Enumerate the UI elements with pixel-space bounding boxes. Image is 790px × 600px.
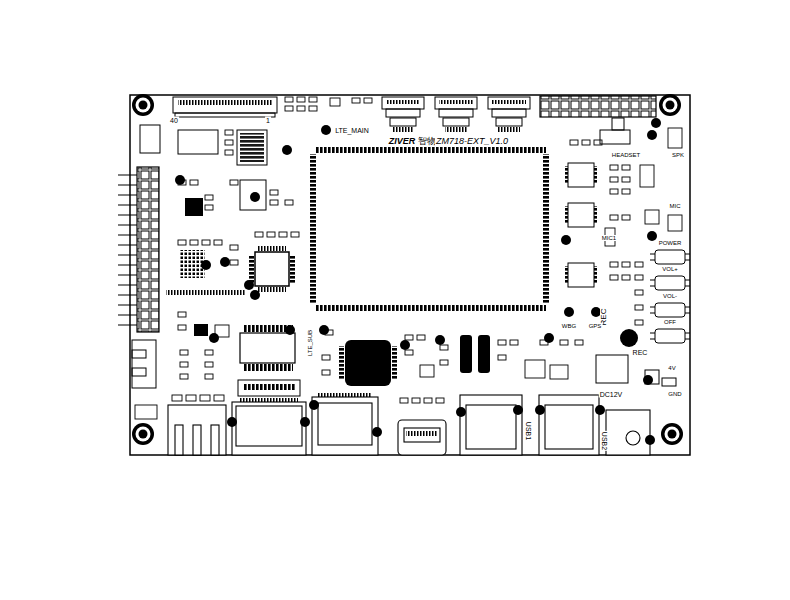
silkscreen-label: DC12V <box>599 391 624 398</box>
silkscreen-label: 4V <box>667 365 676 371</box>
silkscreen-label: WBG <box>561 323 577 329</box>
silkscreen-label: LTE_SUB <box>307 329 313 357</box>
silkscreen-label: ZM718-EXT_V1.0 <box>435 137 509 146</box>
silkscreen-label: SPK <box>671 152 685 158</box>
silkscreen-label: USB2 <box>601 431 608 451</box>
silkscreen-label: OFF <box>663 319 677 325</box>
silkscreen-label: 1 <box>265 117 271 124</box>
silkscreen-label: LTE_MAIN <box>334 127 370 134</box>
silkscreen-label: GND <box>667 391 682 397</box>
silkscreen-label: VOL+ <box>661 266 679 272</box>
silkscreen-label: 40 <box>169 117 179 124</box>
silkscreen-label: HEADSET <box>611 152 641 158</box>
silkscreen-label: MIC <box>669 203 682 209</box>
silkscreen-label: VOL- <box>662 293 678 299</box>
silkscreen-label: GPS <box>588 323 603 329</box>
silkscreen-label: MIC1 <box>601 235 617 241</box>
silkscreen-label: ZIVER <box>388 137 417 146</box>
silkscreen-label: POWER <box>658 240 683 246</box>
silkscreen-label: USB1 <box>525 421 532 441</box>
silkscreen-label: REC <box>632 349 649 356</box>
